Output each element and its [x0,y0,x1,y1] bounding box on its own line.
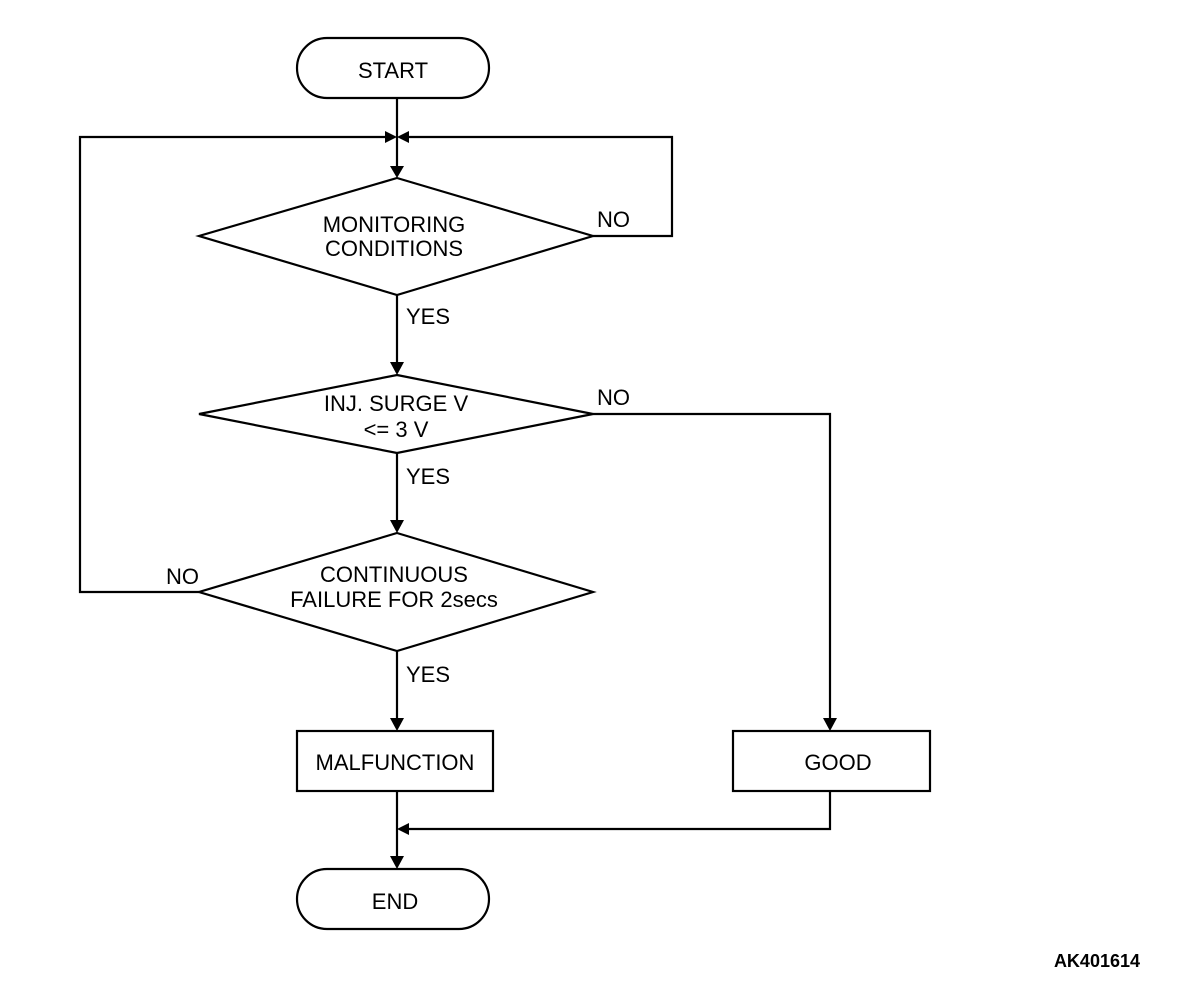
figure-code: AK401614 [1054,951,1140,971]
monitoring-line2: CONDITIONS [325,236,463,261]
end-node: END [295,867,491,931]
end-label: END [372,889,418,914]
arrow-into-end [390,856,404,869]
start-node: START [295,36,491,100]
connector-surge-no [593,412,832,720]
good-label: GOOD [804,750,871,775]
arrow-into-surge [390,362,404,375]
continuous-line2: FAILURE FOR 2secs [290,587,498,612]
continuous-failure-decision: CONTINUOUS FAILURE FOR 2secs [195,531,597,653]
continuous-line1: CONTINUOUS [320,562,468,587]
arrow-loop-left-in [385,131,397,143]
continuous-yes-label: YES [406,662,450,687]
surge-no-label: NO [597,385,630,410]
surge-line2: <= 3 V [364,417,429,442]
surge-line1: INJ. SURGE V [324,391,469,416]
arrow-into-good [823,718,837,731]
connector-monitoring-no-loop [409,135,674,238]
malfunction-label: MALFUNCTION [316,750,475,775]
monitoring-line1: MONITORING [323,212,466,237]
monitoring-conditions-decision: MONITORING CONDITIONS [195,176,597,297]
monitoring-no-label: NO [597,207,630,232]
surge-yes-label: YES [406,464,450,489]
arrow-loop-right-in [397,131,409,143]
arrow-into-malfunction [390,718,404,731]
good-node: GOOD [731,729,932,793]
start-label: START [358,58,428,83]
connector-continuous-no-loop [78,135,385,594]
connector-good-to-end [409,791,832,831]
surge-voltage-decision: INJ. SURGE V <= 3 V [198,373,594,455]
arrow-into-continuous [390,520,404,533]
arrow-merge-into-end-line [397,823,409,835]
continuous-no-label: NO [166,564,199,589]
malfunction-node: MALFUNCTION [295,729,495,793]
monitoring-yes-label: YES [406,304,450,329]
arrow-into-monitoring [390,166,404,178]
